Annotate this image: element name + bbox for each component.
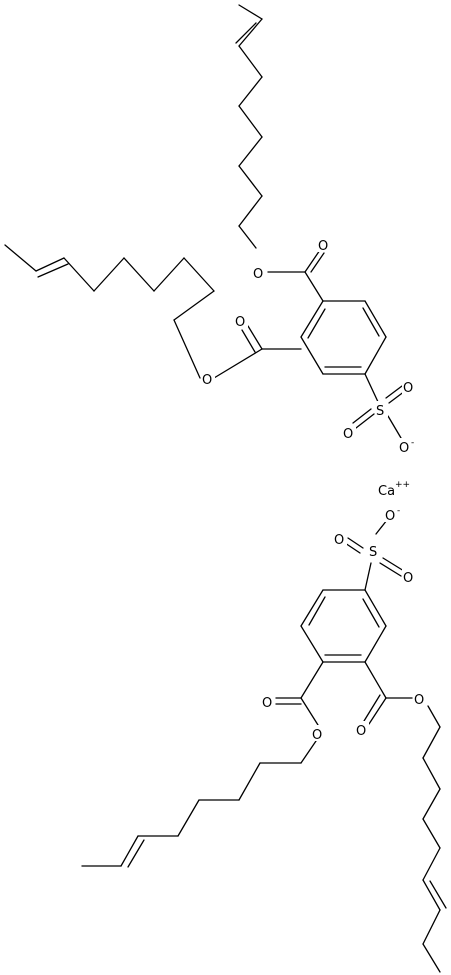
charge-plus2: ++ [395, 480, 410, 490]
atom-o-minus: O [399, 441, 409, 456]
bottom-octenyl-chain-c [81, 740, 317, 868]
atom-o: O [414, 693, 424, 708]
top-atom-labels: O O O O S O O O - [201, 236, 416, 456]
top-ester-a [267, 249, 325, 302]
atom-s: S [369, 545, 377, 560]
top-benzene-ring [300, 300, 387, 375]
charge-minus: - [397, 506, 400, 516]
atom-o: O [312, 728, 322, 743]
atom-o: O [403, 571, 413, 586]
atom-o: O [403, 381, 413, 396]
bottom-ester-c [275, 661, 324, 726]
atom-s: S [376, 404, 384, 419]
calcium-ion: Ca ++ [378, 480, 410, 499]
top-octenyl-chain-b [4, 244, 215, 379]
atom-o-minus: O [385, 509, 395, 524]
top-sulfonate [352, 373, 406, 439]
bottom-ester-d [363, 661, 413, 725]
bottom-sulfonate [344, 519, 405, 591]
top-molecule: O O O O S O O O - [4, 4, 416, 456]
atom-o: O [343, 427, 353, 442]
atom-o: O [253, 267, 263, 282]
atom-ca: Ca [378, 484, 395, 499]
atom-o: O [262, 696, 272, 711]
atom-o: O [202, 373, 212, 388]
top-ester-b [213, 325, 302, 379]
top-octenyl-chain-a [235, 4, 263, 249]
charge-minus: - [411, 438, 414, 448]
atom-o: O [334, 533, 344, 548]
atom-o: O [235, 315, 245, 330]
atom-o: O [356, 724, 366, 739]
atom-o: O [318, 239, 328, 254]
bottom-octenyl-chain-d [422, 705, 447, 973]
bottom-atom-labels: O - S O O O O O O [261, 506, 427, 743]
bottom-benzene-ring [300, 589, 387, 663]
bottom-molecule: O - S O O O O O O [81, 506, 447, 973]
